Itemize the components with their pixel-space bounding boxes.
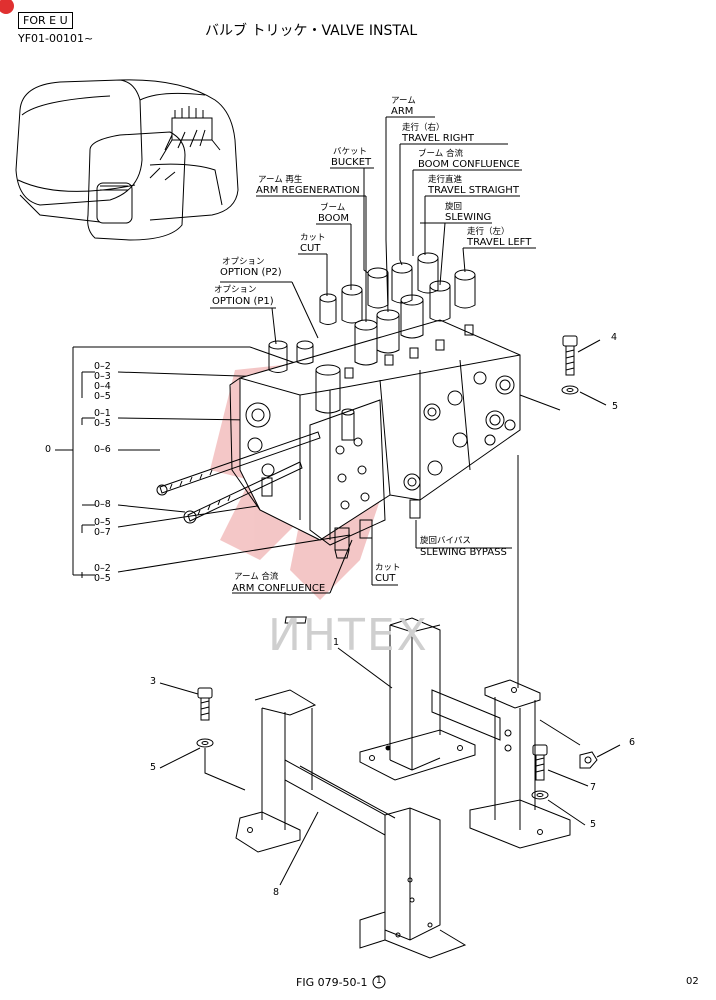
callout-travel-right-en: TRAVEL RIGHT [402, 133, 475, 144]
serial-range: YF01-00101~ [18, 32, 94, 45]
fig-number-circle [372, 975, 386, 989]
callout-boom-jp: ブーム [320, 203, 346, 213]
callout-cut2-jp: カット [375, 563, 401, 573]
callout-option-p2-jp: オプション [222, 257, 265, 267]
machine-overview-sketch [15, 79, 239, 241]
callout-bucket-jp: バケット [333, 147, 368, 157]
callout-cut-jp: カット [300, 233, 326, 243]
corner-badge [0, 0, 14, 14]
part-4: 4 [611, 332, 618, 343]
ref-0-5b: 0–5 [94, 418, 111, 429]
callout-arm-en: ARM [391, 106, 414, 117]
figure-number: FIG 079-50-1 [296, 976, 368, 989]
callout-leaders [210, 116, 561, 688]
ref-0-7: 0–7 [94, 527, 111, 538]
page-number: 02 [686, 976, 699, 987]
part-6: 6 [629, 737, 636, 748]
ref-0-5a: 0–5 [94, 391, 111, 402]
ref-0-6: 0–6 [94, 444, 111, 455]
callout-arm-regeneration-en: ARM REGENERATION [256, 185, 360, 196]
callout-option-p2-en: OPTION (P2) [220, 267, 282, 278]
callout-arm-confluence-jp: アーム 合流 [234, 572, 279, 582]
spool-caps-back-row [319, 252, 476, 325]
ref-0-8: 0–8 [94, 499, 111, 510]
stand-1 [284, 616, 571, 849]
ref-0-5d: 0–5 [94, 573, 111, 584]
callout-cut2-en: CUT [375, 573, 396, 584]
callout-slewing-en: SLEWING [445, 212, 492, 223]
part-7: 7 [590, 782, 597, 793]
part-1: 1 [333, 637, 340, 648]
tie-bolts [156, 431, 321, 524]
part-5c: 5 [590, 819, 597, 830]
ref-0-1: 0–1 [94, 408, 111, 419]
part-5a: 5 [612, 401, 619, 412]
ref-0-4: 0–4 [94, 381, 111, 392]
callout-arm-regeneration-jp: アーム 再生 [258, 175, 303, 185]
region-badge: FOR E U [18, 12, 73, 29]
callout-cut-en: CUT [300, 243, 321, 254]
callout-boom-en: BOOM [318, 213, 350, 224]
callout-travel-left-jp: 走行（左） [467, 227, 510, 237]
ref-0: 0 [45, 444, 52, 455]
callout-option-p1-en: OPTION (P1) [212, 296, 274, 307]
ref-0-5c: 0–5 [94, 517, 111, 528]
ref-bracket [55, 346, 351, 578]
ref-0-2b: 0–2 [94, 563, 111, 574]
page-title: バルブ トリッケ・VALVE INSTAL [205, 23, 418, 39]
spool-caps-front-row [268, 294, 424, 441]
ref-0-2a: 0–2 [94, 361, 111, 372]
callout-travel-straight-en: TRAVEL STRAIGHT [428, 185, 519, 196]
callout-boom-confluence-en: BOOM CONFLUENCE [418, 159, 520, 170]
callout-option-p1-jp: オプション [214, 285, 257, 295]
part-5b: 5 [150, 762, 157, 773]
callout-travel-straight-jp: 走行直進 [428, 175, 463, 185]
callout-bucket-en: BUCKET [331, 157, 372, 168]
callout-slewing-jp: 旋回 [445, 202, 463, 212]
control-valve-assembly [229, 252, 521, 559]
callout-arm-jp: アーム [391, 96, 416, 106]
bolt-3-washer-5 [159, 682, 246, 791]
part-8: 8 [273, 887, 280, 898]
ref-0-3: 0–3 [94, 371, 111, 382]
callout-travel-right-jp: 走行（右） [402, 123, 445, 133]
watermark-text: ИНТЕХ [268, 610, 429, 661]
stand-8 [235, 689, 467, 959]
figure-circle-number: 1 [376, 976, 382, 986]
callout-slewing-bypass-en: SLEWING BYPASS [420, 547, 507, 558]
bolt-4-washer-5 [561, 335, 607, 406]
callout-arm-confluence-en: ARM CONFLUENCE [232, 583, 326, 594]
bolt-7-nut-6-washer-5 [531, 719, 621, 826]
callout-travel-left-en: TRAVEL LEFT [467, 237, 532, 248]
part-3: 3 [150, 676, 157, 687]
callout-slewing-bypass-jp: 旋回バイパス [420, 536, 471, 546]
callout-boom-confluence-jp: ブーム 合流 [418, 149, 463, 159]
